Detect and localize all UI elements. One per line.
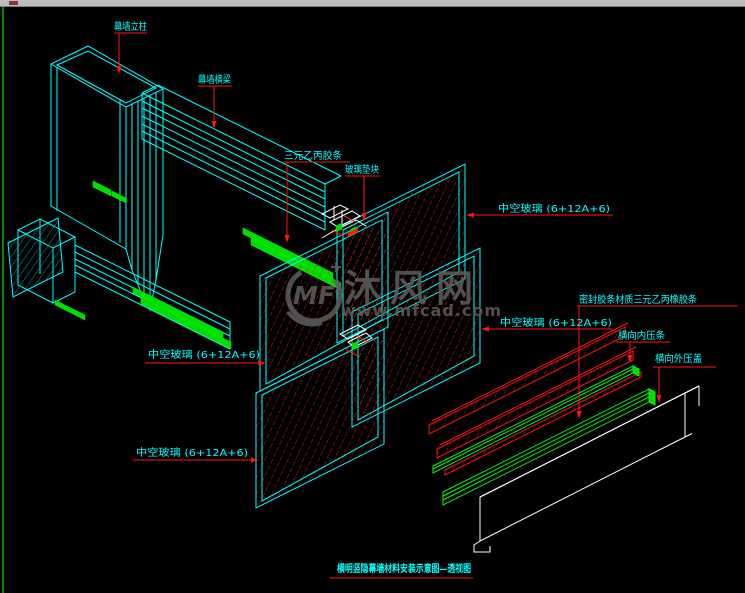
drawing-title: 横明竖隐幕墙材料安装示意图—透视图 [337, 562, 471, 575]
glass-corner-piece [7, 217, 64, 298]
watermark-logo-text: MF [293, 281, 335, 310]
label-epdm-gasket: 三元乙丙胶条 [284, 149, 342, 162]
watermark-site-name: 沐风网 [344, 267, 482, 310]
label-outer-pressure-cover: 横向外压盖 [655, 352, 702, 365]
gasket-bars-right-red [428, 322, 642, 476]
leader-arrowheads [116, 66, 662, 463]
label-insulated-glass-top-right: 中空玻璃 (6+12A+6) [498, 202, 610, 215]
label-transom: 幕墙横梁 [198, 73, 231, 86]
mullion-column [49, 45, 165, 312]
leader-lines [114, 32, 738, 579]
window-control-remnant [9, 1, 18, 5]
label-insulated-glass-mid-left: 中空玻璃 (6+12A+6) [148, 348, 260, 361]
watermark-logo-swoosh [286, 310, 323, 327]
watermark-logo-ring [285, 266, 343, 324]
transom-profile-upper [141, 84, 342, 231]
window-top-bar [0, 0, 745, 7]
label-inner-pressure-strip: 横向内压条 [618, 329, 665, 342]
label-insulated-glass-bottom-left: 中空玻璃 (6+12A+6) [136, 446, 248, 459]
glass-panel-top-left [259, 211, 389, 392]
glass-panels [255, 163, 481, 509]
label-mullion: 幕墙立柱 [114, 20, 147, 33]
label-glass-setting-block: 玻璃垫块 [345, 163, 379, 176]
label-sealant-note: 密封胶条材质三元乙丙橡胶条 [579, 293, 697, 306]
setting-block-cluster-lower [338, 324, 373, 357]
setting-block-cluster-upper [320, 204, 367, 239]
watermark: MF 沐风网 www.mfcad.com [285, 262, 502, 327]
label-insulated-glass-mid-right: 中空玻璃 (6+12A+6) [500, 316, 612, 329]
inner-pressure-strip-green [432, 365, 656, 506]
annotations: 幕墙立柱 幕墙横梁 三元乙丙胶条 玻璃垫块 中空玻璃 (6+12A+6) 密封胶… [114, 20, 738, 579]
glass-panel-bottom-left [255, 328, 385, 509]
watermark-site-url: www.mfcad.com [341, 301, 502, 320]
outer-pressure-cover-channel [473, 385, 700, 553]
